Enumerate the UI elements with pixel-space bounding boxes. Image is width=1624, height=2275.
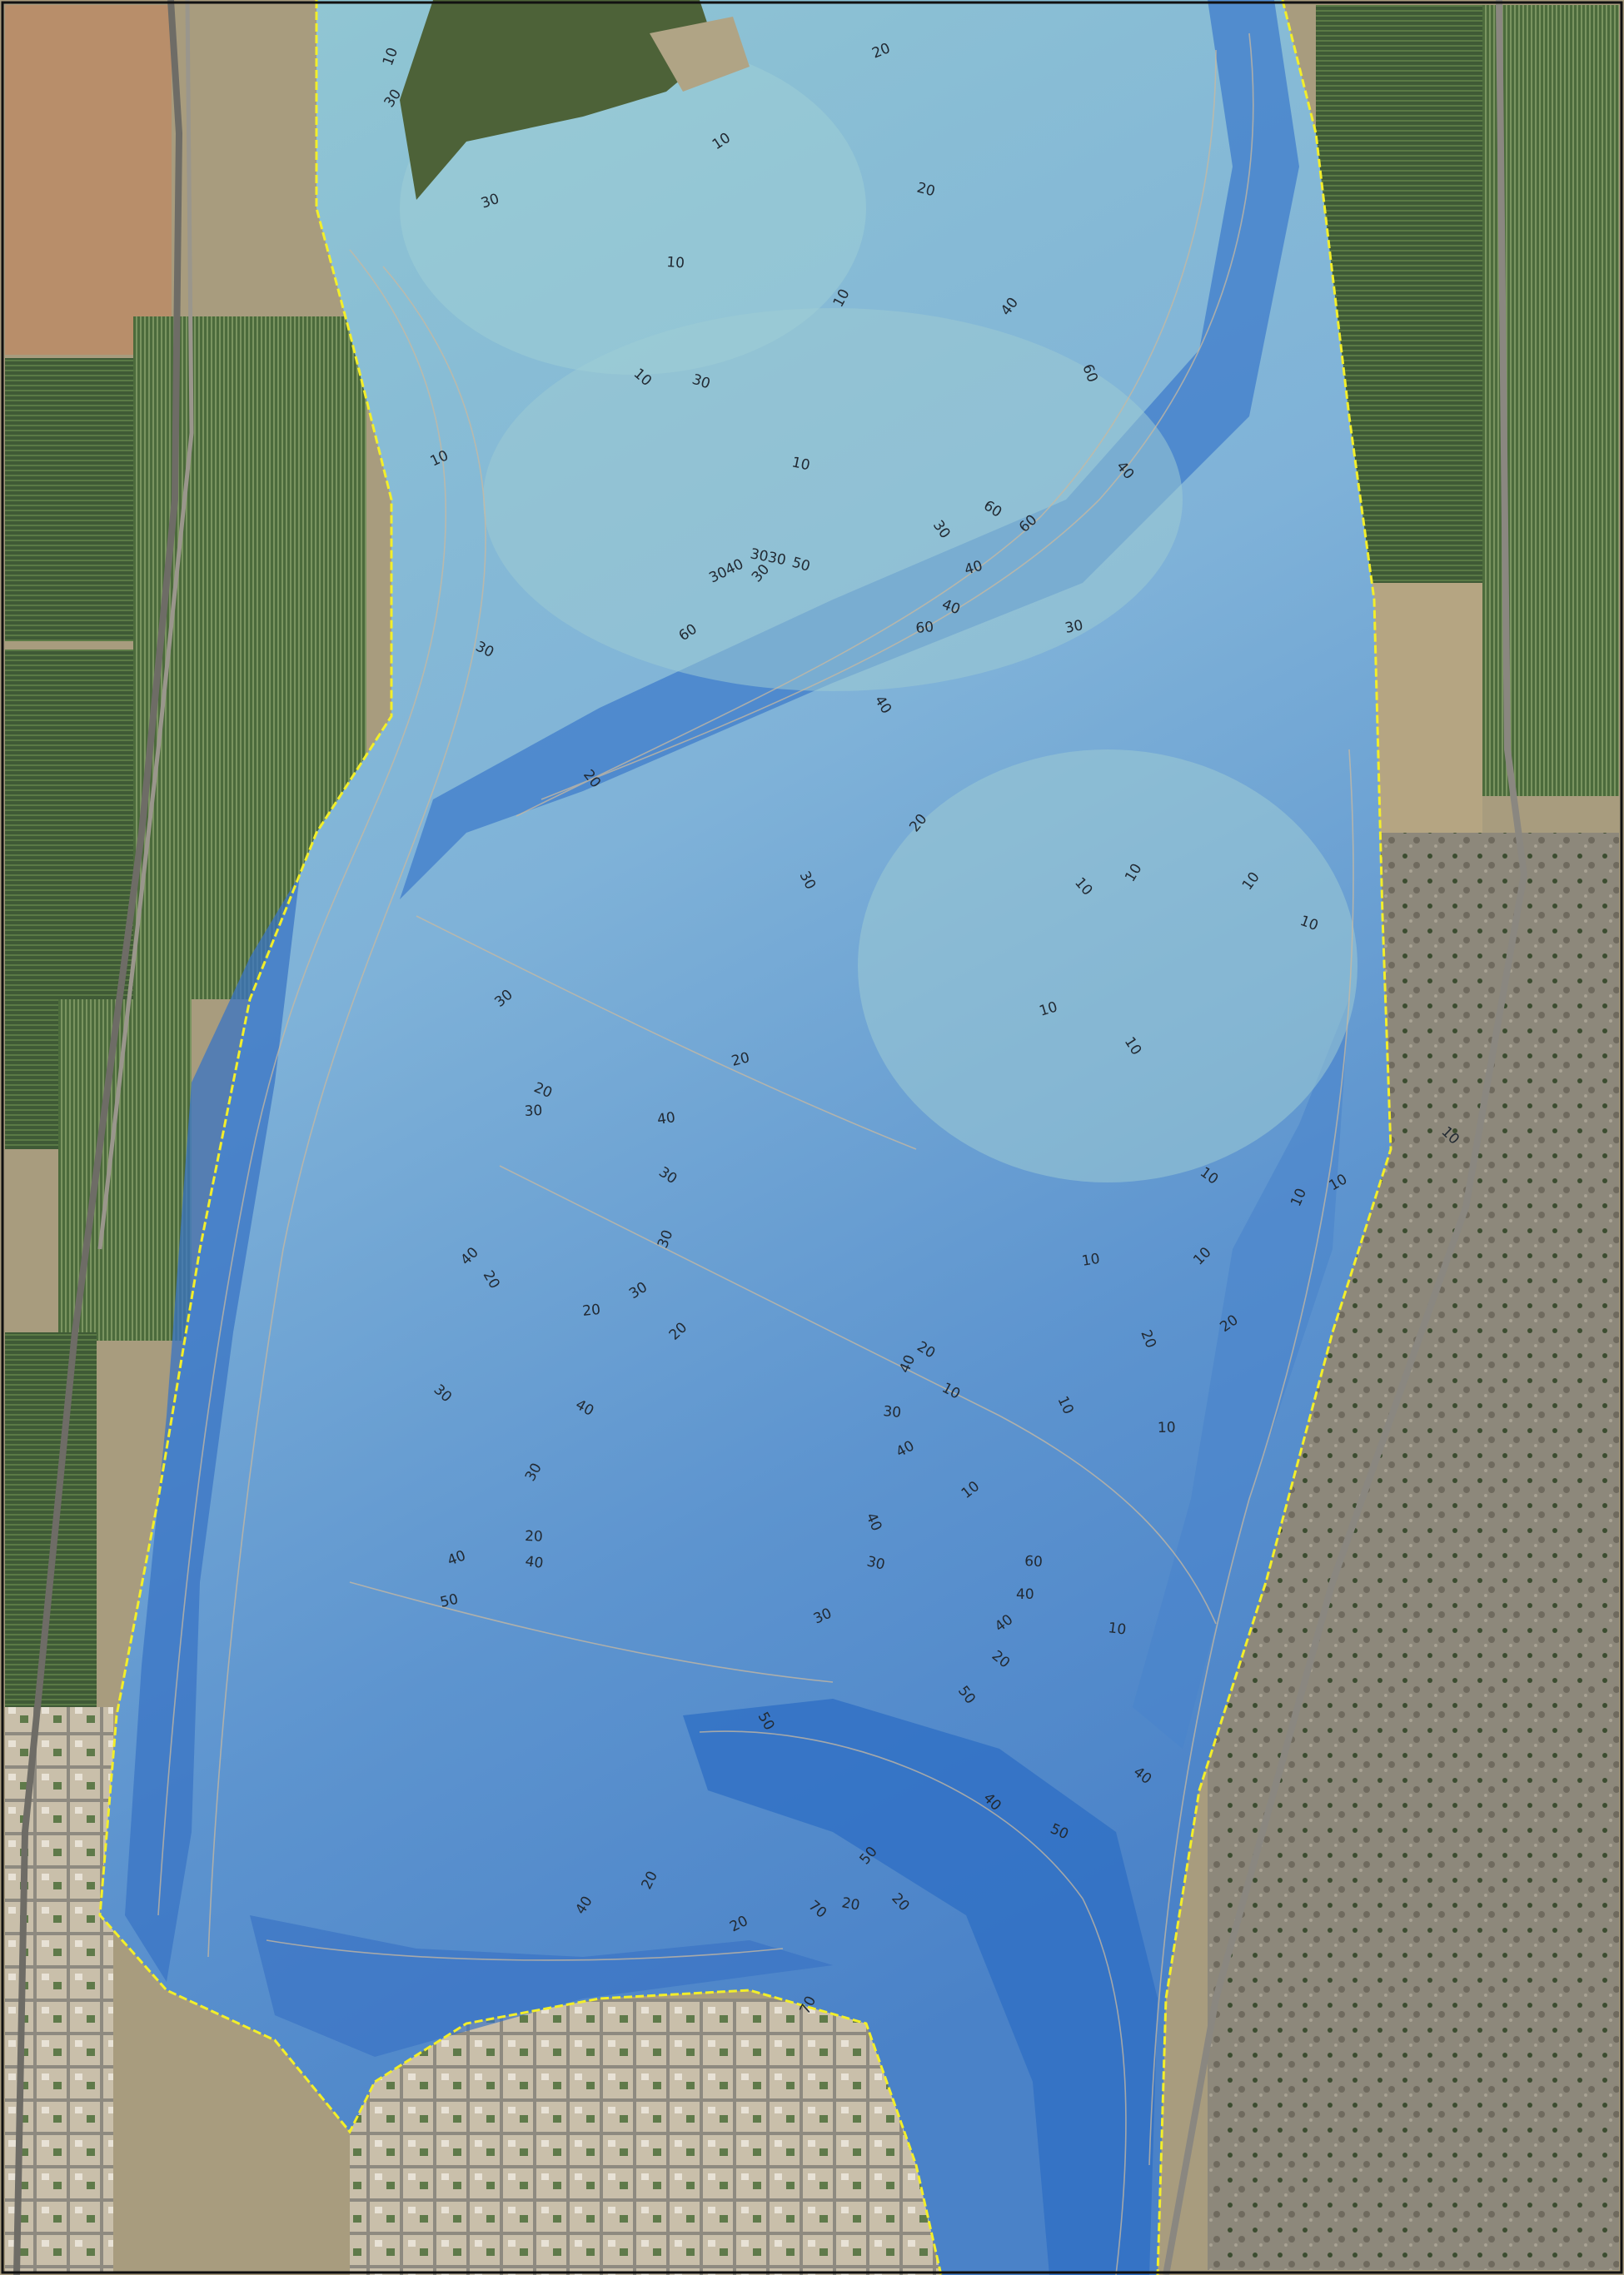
contour-line bbox=[349, 1581, 834, 1683]
contour-depth-label: 20 bbox=[840, 1894, 861, 1914]
contour-line bbox=[416, 915, 917, 1150]
deep-channel bbox=[250, 1915, 833, 2057]
contour-depth-label: 20 bbox=[525, 1528, 543, 1546]
contour-depth-label: 30 bbox=[1064, 617, 1084, 637]
contour-line bbox=[499, 1165, 1217, 1625]
contour-depth-label: 30 bbox=[883, 1403, 902, 1421]
shoreline-line bbox=[1156, 0, 1392, 2275]
deep-channel bbox=[1133, 999, 1349, 1749]
contour-depth-label: 50 bbox=[439, 1591, 461, 1611]
contour-line bbox=[1148, 749, 1354, 2166]
road bbox=[13, 0, 183, 2275]
deep-channel bbox=[683, 1699, 1158, 2275]
road bbox=[1163, 0, 1528, 2275]
contour-line bbox=[699, 1730, 1127, 2275]
contour-depth-label: 10 bbox=[1158, 1420, 1176, 1436]
orchard-parcel bbox=[5, 5, 172, 355]
shallow-flat bbox=[483, 308, 1183, 691]
contour-depth-label: 30 bbox=[865, 1553, 887, 1573]
contour-depth-label: 10 bbox=[1107, 1620, 1127, 1638]
road bbox=[97, 0, 194, 1250]
contour-line bbox=[516, 49, 1217, 817]
contour-line bbox=[207, 266, 486, 1958]
contour-depth-label: 60 bbox=[915, 619, 934, 637]
contour-depth-label: 40 bbox=[1016, 1586, 1034, 1603]
contour-depth-label: 10 bbox=[666, 254, 685, 271]
orchard-parcel bbox=[5, 358, 147, 641]
contour-line bbox=[157, 249, 447, 1916]
contour-depth-label: 10 bbox=[1081, 1251, 1102, 1270]
island bbox=[400, 0, 716, 200]
contour-depth-label: 20 bbox=[581, 1302, 601, 1320]
shoreline-line bbox=[98, 0, 943, 2275]
contour-depth-label: 10 bbox=[790, 454, 811, 474]
contour-depth-label: 40 bbox=[656, 1109, 676, 1128]
contour-line bbox=[266, 1939, 784, 1961]
contour-depth-label: 60 bbox=[1024, 1553, 1044, 1571]
contour-depth-label: 30 bbox=[524, 1103, 543, 1120]
contour-depth-label: 40 bbox=[524, 1553, 544, 1572]
island bbox=[650, 17, 750, 92]
deep-channel bbox=[125, 874, 300, 1982]
contour-lines bbox=[157, 32, 1354, 2275]
contour-line bbox=[541, 32, 1254, 800]
shallow-flat bbox=[858, 749, 1357, 1182]
town-block bbox=[350, 1999, 949, 2275]
